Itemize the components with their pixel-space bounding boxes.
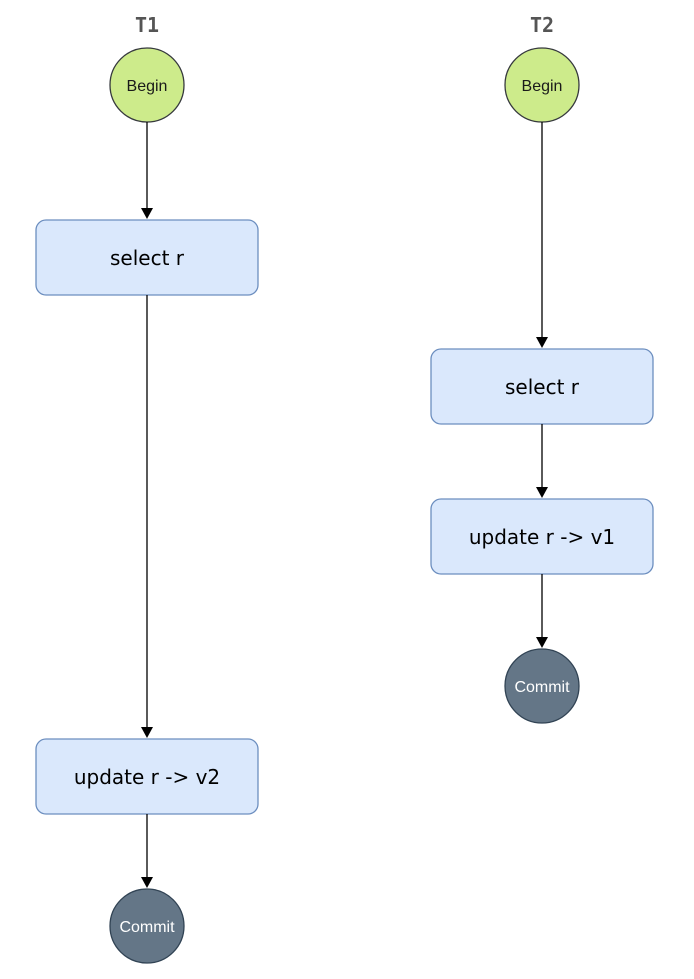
arrowhead-icon: [141, 208, 153, 219]
begin-label-t1: Begin: [127, 78, 168, 95]
commit-label-t2: Commit: [514, 679, 570, 696]
lane-t1: T1 Begin select r update r -> v2 Commit: [35, 13, 259, 964]
begin-node-t1: Begin: [109, 47, 185, 123]
commit-node-t2: Commit: [504, 648, 580, 724]
step-node-select-t2: select r: [430, 348, 654, 425]
lane-t2: T2 Begin select r update r -> v1 Commit: [430, 13, 654, 724]
step-label-select-t2: select r: [505, 375, 580, 399]
begin-node-t2: Begin: [504, 47, 580, 123]
lane-title-t2: T2: [530, 13, 554, 37]
commit-circle-t2: [504, 648, 580, 724]
arrowhead-icon: [536, 487, 548, 498]
step-node-select-t1: select r: [35, 219, 259, 296]
step-label-update-t2: update r -> v1: [469, 525, 615, 549]
arrowhead-icon: [141, 727, 153, 738]
arrowhead-icon: [536, 637, 548, 648]
lane-title-t1: T1: [135, 13, 159, 37]
arrowhead-icon: [141, 877, 153, 888]
begin-label-t2: Begin: [522, 78, 563, 95]
step-node-update-t2: update r -> v1: [430, 498, 654, 575]
step-label-update-t1: update r -> v2: [74, 765, 220, 789]
step-node-update-t1: update r -> v2: [35, 738, 259, 815]
commit-node-t1: Commit: [109, 888, 185, 964]
commit-circle-t1: [109, 888, 185, 964]
step-label-select-t1: select r: [110, 246, 185, 270]
arrowhead-icon: [536, 337, 548, 348]
commit-label-t1: Commit: [119, 919, 175, 936]
